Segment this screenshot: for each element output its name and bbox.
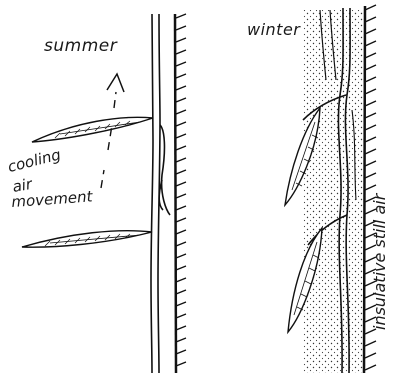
insulative-still-air-label: insulative still air xyxy=(372,194,388,330)
summer-vine-stem xyxy=(151,14,170,373)
summer-label: summer xyxy=(44,38,117,55)
winter-label: winter xyxy=(247,22,300,38)
summer-wall xyxy=(175,14,186,373)
summer-leaf-upper xyxy=(32,117,153,142)
winter-panel xyxy=(285,5,376,373)
summer-leaf-lower xyxy=(22,231,152,247)
